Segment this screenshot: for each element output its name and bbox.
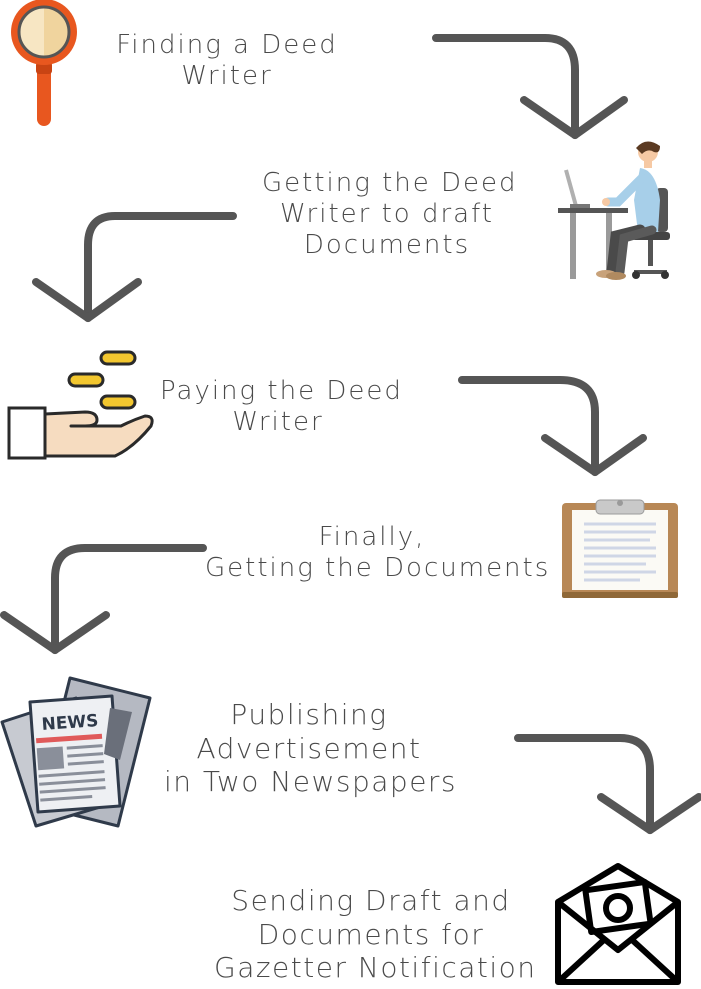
arrow-3-head [541, 434, 647, 476]
arrow-3 [458, 376, 599, 476]
step-6-text: Sending Draft and Documents for Gazetter… [214, 884, 537, 985]
step-4-line-2: Getting the Documents [205, 553, 551, 584]
step-1-text: Finding a Deed Writer [112, 30, 342, 92]
arrow-4-head [0, 611, 110, 654]
arrow-5-head [597, 793, 701, 834]
newspaper-icon: NEWS [0, 676, 152, 828]
step-3-line-2: Writer [232, 407, 324, 438]
person-at-computer-icon [558, 141, 670, 280]
arrow-1-head [520, 96, 628, 139]
arrow-4 [51, 544, 207, 654]
step-4-line-1: Finally, [318, 522, 426, 552]
step-3-text: Paying the Deed Writer [160, 376, 403, 438]
step-5-line-2: Advertisement [196, 731, 422, 765]
magnifying-glass-icon [11, 0, 77, 126]
arrow-5 [514, 734, 654, 834]
step-2-text: Getting the Deed Writer to draft Documen… [262, 168, 518, 262]
step-4-text: Finally, Getting the Documents [205, 522, 551, 584]
step-1-line-1: Finding a Deed [116, 30, 338, 60]
arrow-2 [84, 212, 237, 322]
step-2-line-1: Getting the Deed [262, 168, 518, 198]
envelope-money-icon [555, 863, 681, 985]
clipboard-icon [562, 499, 678, 598]
step-6-line-3: Gazetter Notification [214, 951, 537, 985]
step-5-text: Publishing Advertisement in Two Newspape… [164, 698, 458, 799]
step-5-line-1: Publishing [230, 698, 388, 731]
step-6-line-1: Sending Draft and [231, 884, 511, 917]
step-6-line-2: Documents for [257, 917, 485, 951]
step-1-line-2: Writer [181, 61, 273, 92]
step-2-line-2: Writer to draft [280, 199, 494, 230]
hand-with-coins-icon [7, 350, 154, 460]
step-5-line-3: in Two Newspapers [164, 765, 458, 799]
arrow-1 [432, 34, 579, 139]
news-label: NEWS [41, 711, 99, 735]
arrow-2-head [32, 278, 142, 322]
step-3-line-1: Paying the Deed [160, 376, 403, 406]
step-2-line-3: Documents [303, 230, 471, 261]
